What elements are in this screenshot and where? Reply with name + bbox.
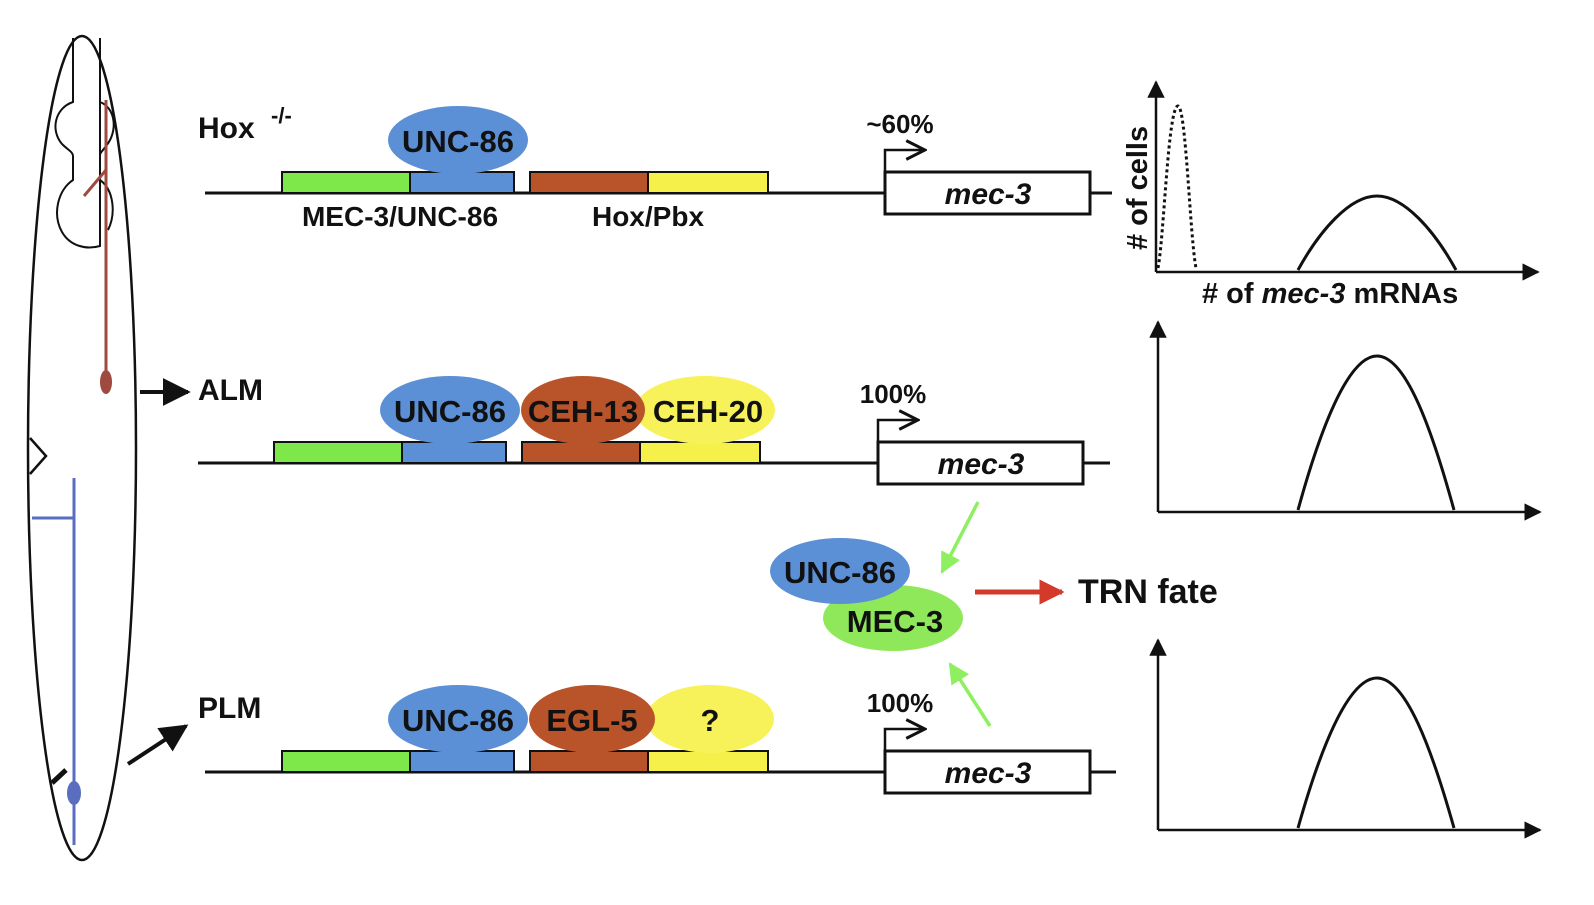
row-alm: ALM UNC-86 CEH-13 CEH-20 100% mec-3: [198, 374, 1110, 486]
pbx-binding-site: [639, 441, 761, 464]
ceh13-factor: [521, 376, 645, 444]
unc86-mec3-complex: UNC-86 MEC-3 TRN fate: [770, 501, 1218, 727]
hox-percent: ~60%: [866, 109, 933, 139]
x-axis-label-gene: mec-3: [1262, 278, 1346, 310]
alm-cell-body: [100, 370, 112, 394]
plm-neuron: [32, 478, 81, 845]
plm-percent: 100%: [867, 688, 934, 718]
pharynx-outline: [54, 38, 101, 249]
mec3-gene-label: mec-3: [945, 178, 1032, 211]
pbx-binding-site: [647, 750, 769, 773]
solid-distribution-curve: [1296, 354, 1456, 511]
plot-alm: [1149, 320, 1542, 521]
vulva-mark: [29, 437, 48, 475]
worm-body-outline: [26, 34, 138, 862]
mec3-gene-label: mec-3: [945, 757, 1032, 790]
plot-plm: [1149, 638, 1542, 839]
pbx-binding-site: [647, 171, 769, 194]
alm-label: ALM: [198, 374, 263, 407]
row-hox-mutant: Hox -/- UNC-86 MEC-3/UNC-86 Hox/Pbx ~60%…: [198, 103, 1112, 232]
unc86-oval: [770, 538, 910, 604]
trn-fate-label: TRN fate: [1078, 573, 1218, 611]
green-arrow-from-alm: [940, 501, 980, 574]
unc86-factor-label: UNC-86: [402, 703, 514, 738]
site-label-hox-pbx: Hox/Pbx: [592, 201, 704, 232]
mec3-binding-site: [273, 441, 403, 464]
solid-distribution-curve: [1296, 194, 1458, 271]
unc86-factor: [388, 106, 528, 174]
hox-binding-site: [529, 171, 649, 194]
unc86-binding-site: [401, 441, 507, 464]
unc86-factor: [388, 685, 528, 753]
complex-mec3-label: MEC-3: [847, 604, 943, 639]
site-label-mec3-unc86: MEC-3/UNC-86: [302, 201, 498, 232]
row-plm: PLM UNC-86 EGL-5 ? 100% mec-3: [198, 685, 1116, 795]
dotted-distribution-curve: [1156, 104, 1198, 269]
unc86-factor-label: UNC-86: [402, 124, 514, 159]
unknown-factor: [646, 685, 774, 753]
worm-illustration: [26, 34, 138, 862]
ceh20-factor-label: CEH-20: [653, 394, 763, 429]
hox-binding-site: [529, 750, 649, 773]
mec3-gene-box: [883, 749, 1092, 795]
plm-pointer-arrow: [126, 724, 189, 766]
ceh13-factor-label: CEH-13: [528, 394, 638, 429]
hox-superscript: -/-: [271, 103, 292, 128]
plm-label: PLM: [198, 692, 261, 725]
green-arrow-from-plm: [948, 662, 992, 727]
tss-arrow: [876, 420, 918, 442]
complex-unc86-label: UNC-86: [784, 555, 896, 590]
x-axis-label: # of mec-3 mRNAs: [1202, 278, 1458, 310]
egl5-factor: [529, 685, 655, 753]
alm-neuron: [82, 100, 112, 394]
mec3-binding-site: [281, 171, 411, 194]
mec3-gene-box: [883, 170, 1092, 216]
unknown-factor-label: ?: [701, 703, 720, 738]
plot-hox-mutant: # of cells # of mec-3 mRNAs: [1122, 80, 1540, 310]
x-axis-label-suffix: mRNAs: [1354, 278, 1459, 310]
mec3-gene-label: mec-3: [938, 448, 1025, 481]
unc86-binding-site: [409, 750, 515, 773]
hox-binding-site: [521, 441, 641, 464]
mec3-binding-site: [281, 750, 411, 773]
y-axis-label: # of cells: [1122, 126, 1154, 250]
x-axis-label-prefix: # of: [1202, 278, 1254, 310]
unc86-factor: [380, 376, 520, 444]
solid-distribution-curve: [1296, 676, 1456, 829]
hox-label: Hox: [198, 112, 255, 145]
tss-arrow: [883, 150, 925, 172]
alm-percent: 100%: [860, 379, 927, 409]
tss-arrow: [883, 729, 925, 751]
unc86-factor-label: UNC-86: [394, 394, 506, 429]
anus-mark: [50, 768, 68, 785]
ceh20-factor: [635, 376, 775, 444]
unc86-binding-site: [409, 171, 515, 194]
mec3-gene-box: [876, 440, 1085, 486]
pharynx-bulb-outline: [99, 101, 115, 231]
egl5-factor-label: EGL-5: [546, 703, 637, 738]
plm-cell-body: [67, 781, 81, 805]
